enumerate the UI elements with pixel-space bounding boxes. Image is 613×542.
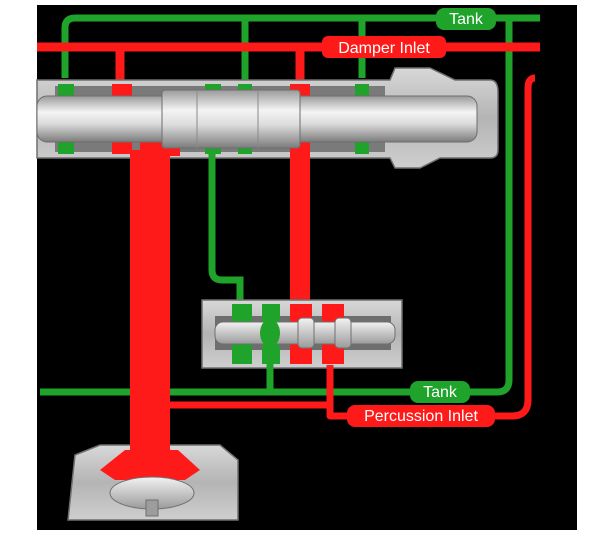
valve-spool [214,317,396,349]
label-tank-top: Tank [436,8,496,30]
percussion-piston [67,425,239,521]
damper-to-valve-red-line [290,150,310,310]
label-percussion-inlet-text: Percussion Inlet [364,408,478,425]
label-damper-inlet: Damper Inlet [322,36,446,58]
label-tank-bottom-text: Tank [423,384,458,401]
label-tank-bottom: Tank [410,381,470,403]
label-percussion-inlet: Percussion Inlet [347,405,495,427]
percussion-feed-line [130,150,170,432]
tank-line-to-valve [208,150,244,310]
damper-inlet-line [37,42,540,82]
damper-rod [36,89,478,149]
percussion-inlet-line [170,74,536,420]
label-damper-inlet-text: Damper Inlet [338,40,430,57]
label-tank-top-text: Tank [449,11,484,28]
